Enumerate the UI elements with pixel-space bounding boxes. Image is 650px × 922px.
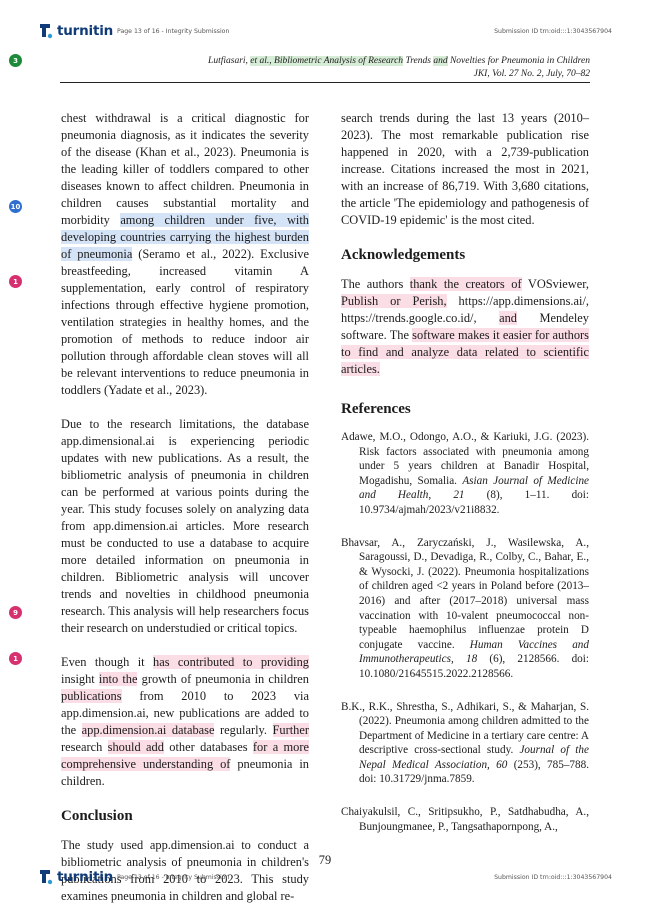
left-column: chest withdrawal is a critical diagnosti… [61, 110, 310, 922]
turnitin-logo: turnitin [38, 868, 113, 886]
turnitin-logo-icon [40, 870, 53, 885]
match-highlight: Publish or Perish, [341, 294, 447, 308]
match-highlight: Further [272, 723, 309, 737]
turnitin-footer: turnitin Page 13 of 16 - Integrity Submi… [0, 868, 650, 892]
text-run: research [61, 740, 108, 754]
match-badge[interactable]: 9 [9, 606, 22, 619]
submission-id: Submission ID trn:oid:::1:3043567904 [494, 28, 612, 35]
ref-journal: Human Vaccines and Immunotherapeutics, 1… [359, 638, 589, 666]
page-info: Page 13 of 16 - Integrity Submission [117, 874, 230, 881]
title-text-end: Novelties for Pneumonia in Children [447, 56, 590, 66]
text-run: insight [61, 672, 99, 686]
match-badge[interactable]: 1 [9, 652, 22, 665]
match-highlight: should add [107, 740, 164, 754]
turnitin-logo-text: turnitin [57, 869, 114, 885]
match-badge[interactable]: 3 [9, 54, 22, 67]
title-highlight: and [433, 56, 448, 66]
text-run: from 2010 to 2023 via app.dimension.ai, … [61, 689, 309, 737]
paragraph: Even though it has contributed to provid… [61, 654, 310, 790]
reference-entry: Bhavsar, A., Zaryczański, J., Wasilewska… [341, 536, 589, 682]
text-run: Even though it [61, 655, 153, 669]
match-badge[interactable]: 1 [9, 275, 22, 288]
text-run: regularly. [214, 723, 273, 737]
ref-text: (6), 2128566. doi: 10.1080/21645515.2022… [359, 653, 589, 680]
journal-line-1: Lutfiasari, et al., Bibliometric Analysi… [60, 55, 590, 68]
section-heading-conclusion: Conclusion [61, 808, 133, 824]
journal-running-head: Lutfiasari, et al., Bibliometric Analysi… [60, 55, 590, 80]
ref-text: Chaiyakulsil, C., Sritipsukho, P., Satdh… [341, 806, 589, 833]
section-heading-acknowledgements: Acknowledgements [341, 247, 466, 263]
paragraph: The study used app.dimension.ai to condu… [61, 838, 309, 903]
ref-text: (8), 1–11. doi: 10.9734/ajmah/2023/v21i8… [359, 489, 589, 516]
text-run: The authors [341, 277, 410, 291]
page-info: Page 13 of 16 - Integrity Submission [117, 28, 230, 35]
text-run: chest withdrawal is a critical diagnosti… [61, 111, 309, 227]
text-run: growth of pneumonia in children [137, 672, 309, 686]
match-highlight: publications [61, 689, 122, 703]
header-rule [60, 82, 590, 83]
text-run: https://app.dimensions.ai/, https://tren… [341, 294, 589, 325]
turnitin-header: turnitin Page 13 of 16 - Integrity Submi… [0, 22, 650, 46]
submission-id: Submission ID trn:oid:::1:3043567904 [494, 874, 612, 881]
match-highlight: app.dimension.ai database [81, 723, 215, 737]
authors-highlight: et al., Bibliometric Analysis of Researc… [250, 56, 404, 66]
match-highlight: into the [98, 672, 138, 686]
match-highlight: has contributed to providing [153, 655, 309, 669]
section-heading-references: References [341, 401, 411, 417]
ref-text: Bhavsar, A., Zaryczański, J., Wasilewska… [341, 536, 589, 651]
match-highlight: thank the creators of [409, 277, 522, 291]
match-highlight: and [499, 311, 517, 325]
journal-line-2: JKI, Vol. 27 No. 2, July, 70–82 [473, 68, 590, 79]
text-run: VOSviewer, [521, 277, 589, 291]
ref-journal: Journal of the Nepal Medical Association… [359, 744, 589, 771]
right-column: search trends during the last 13 years (… [341, 110, 589, 852]
reference-entry: Adawe, M.O., Odongo, A.O., & Kariuki, J.… [341, 430, 589, 518]
ref-journal: Asian Journal of Medicine and Health, 21 [359, 474, 590, 502]
reference-entry: B.K., R.K., Shrestha, S., Adhikari, S., … [341, 700, 589, 788]
reference-entry: Chaiyakulsil, C., Sritipsukho, P., Satdh… [341, 805, 589, 834]
reference-list: Adawe, M.O., Odongo, A.O., & Kariuki, J.… [341, 430, 589, 834]
title-text: Trends [403, 56, 434, 66]
paragraph: Due to the research limitations, the dat… [61, 417, 309, 635]
ref-text: Adawe, M.O., Odongo, A.O., & Kariuki, J.… [341, 431, 589, 487]
turnitin-logo: turnitin [38, 22, 113, 40]
text-run: (Seramo et al., 2022). Exclusive breastf… [61, 247, 309, 397]
match-badge[interactable]: 10 [9, 200, 22, 213]
text-run: Mendeley software. The [341, 311, 589, 342]
text-run: other databases [163, 740, 253, 754]
paragraph: The authors thank the creators of VOSvie… [341, 276, 589, 378]
page-number: 79 [318, 853, 332, 867]
ref-text: (253), 785–788. doi: 10.31729/jnma.7859. [359, 758, 589, 786]
authors-text: Lutfiasari, [208, 56, 251, 66]
text-run: pneumonia in children. [61, 757, 309, 788]
paragraph: search trends during the last 13 years (… [341, 111, 589, 227]
turnitin-logo-icon [40, 24, 53, 39]
turnitin-logo-text: turnitin [57, 23, 114, 39]
ref-text: B.K., R.K., Shrestha, S., Adhikari, S., … [341, 700, 589, 757]
paragraph: chest withdrawal is a critical diagnosti… [61, 110, 309, 399]
